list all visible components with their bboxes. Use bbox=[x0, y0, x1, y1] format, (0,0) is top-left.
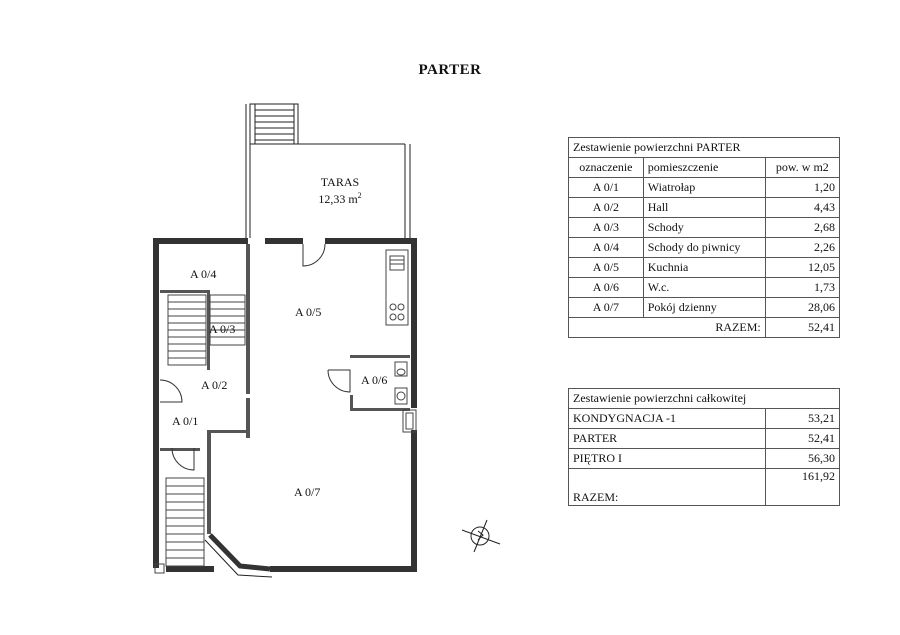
room-label-a02: A 0/2 bbox=[201, 378, 228, 392]
total-value: 52,41 bbox=[764, 317, 841, 338]
row-area: 2,26 bbox=[764, 237, 841, 258]
terrace-name: TARAS bbox=[320, 175, 360, 189]
total-value: 161,92 bbox=[765, 468, 840, 506]
row-area: 53,21 bbox=[765, 408, 840, 429]
terrace-label: TARAS 12,33 m2 bbox=[300, 175, 380, 206]
row-id: A 0/2 bbox=[568, 197, 644, 218]
row-area: 4,43 bbox=[764, 197, 841, 218]
header-room: pomieszczenie bbox=[642, 157, 766, 178]
row-id: A 0/7 bbox=[568, 297, 644, 318]
north-arrow-icon bbox=[461, 519, 501, 553]
outer-walls bbox=[153, 238, 417, 572]
row-area: 56,30 bbox=[765, 448, 840, 469]
row-area: 1,73 bbox=[764, 277, 841, 298]
terrace-area: 12,33 m2 bbox=[318, 191, 362, 206]
row-name: PIĘTRO I bbox=[567, 448, 767, 469]
room-label-a01: A 0/1 bbox=[172, 414, 199, 428]
row-name: Schody bbox=[642, 217, 766, 238]
parter-area-table: Zestawienie powierzchni PARTER oznaczeni… bbox=[568, 137, 841, 338]
total-row: RAZEM: 161,92 bbox=[567, 468, 840, 506]
room-label-a06: A 0/6 bbox=[361, 373, 388, 387]
row-name: Kuchnia bbox=[642, 257, 766, 278]
table-caption: Zestawienie powierzchni całkowitej bbox=[568, 388, 840, 409]
total-row: RAZEM: 52,41 bbox=[568, 317, 841, 338]
row-area: 52,41 bbox=[765, 428, 840, 449]
row-id: A 0/6 bbox=[568, 277, 644, 298]
doors bbox=[159, 243, 351, 471]
room-label-a03: A 0/3 bbox=[209, 322, 236, 336]
row-name: Schody do piwnicy bbox=[642, 237, 766, 258]
row-id: A 0/3 bbox=[568, 217, 644, 238]
entrance-stairs bbox=[154, 477, 205, 574]
header-id: oznaczenie bbox=[568, 157, 644, 178]
row-area: 2,68 bbox=[764, 217, 841, 238]
row-name: PARTER bbox=[567, 428, 767, 449]
total-label: RAZEM: bbox=[567, 468, 767, 506]
page-title: PARTER bbox=[418, 62, 482, 78]
row-id: A 0/5 bbox=[568, 257, 644, 278]
kitchen-counter bbox=[385, 249, 409, 326]
row-name: Wiatrołap bbox=[642, 177, 766, 198]
row-name: Hall bbox=[642, 197, 766, 218]
inner-stairs bbox=[167, 294, 246, 366]
interior-walls bbox=[160, 244, 410, 534]
room-label-a07: A 0/7 bbox=[294, 485, 321, 499]
row-area: 1,20 bbox=[764, 177, 841, 198]
row-name: KONDYGNACJA -1 bbox=[567, 408, 767, 429]
table-caption: Zestawienie powierzchni PARTER bbox=[568, 137, 840, 158]
row-id: A 0/1 bbox=[568, 177, 644, 198]
header-area: pow. w m2 bbox=[764, 157, 841, 178]
bay-window bbox=[208, 533, 271, 572]
row-area: 28,06 bbox=[764, 297, 841, 318]
terrace-stairs bbox=[249, 103, 299, 145]
row-area: 12,05 bbox=[764, 257, 841, 278]
room-label-a05: A 0/5 bbox=[295, 305, 322, 319]
wc-fixtures bbox=[394, 361, 417, 433]
room-label-a04: A 0/4 bbox=[190, 267, 217, 281]
total-label: RAZEM: bbox=[568, 317, 766, 338]
total-area-table: Zestawienie powierzchni całkowitej KONDY… bbox=[567, 388, 840, 506]
row-name: W.c. bbox=[642, 277, 766, 298]
row-name: Pokój dzienny bbox=[642, 297, 766, 318]
terrace-outline bbox=[245, 104, 411, 238]
row-id: A 0/4 bbox=[568, 237, 644, 258]
